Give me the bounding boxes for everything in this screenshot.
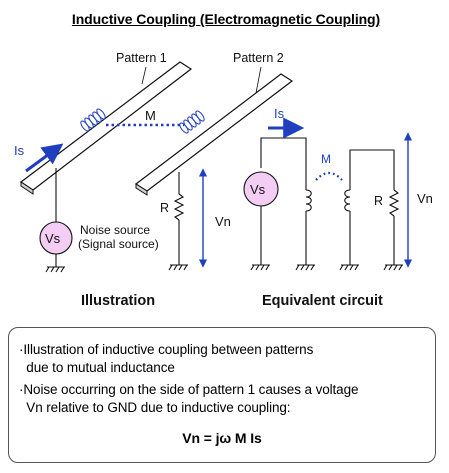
resistor-ground-icon bbox=[383, 264, 403, 271]
pattern-2-coil bbox=[179, 110, 205, 134]
equivalent-circuit-caption: Equivalent circuit bbox=[262, 293, 383, 309]
current-label: Is bbox=[14, 143, 25, 158]
equiv-source-ground-icon bbox=[250, 264, 270, 271]
note-line-4: Vn relative to GND due to inductive coup… bbox=[19, 400, 291, 415]
pattern-2-leader bbox=[255, 66, 262, 94]
note-line-1: ·Illustration of inductive coupling betw… bbox=[19, 342, 314, 357]
pattern-1-leader bbox=[141, 66, 147, 85]
secondary-loop-top bbox=[349, 149, 395, 190]
equiv-mutual-coupling-dots bbox=[315, 171, 343, 181]
signal-source-label: (Signal source) bbox=[78, 237, 159, 251]
primary-inductor-symbol bbox=[305, 189, 312, 212]
note-line-2: due to mutual inductance bbox=[19, 360, 175, 375]
equiv-current-label: Is bbox=[274, 106, 285, 121]
equiv-source-label: Vs bbox=[250, 182, 266, 197]
pattern-2-trace bbox=[134, 73, 294, 196]
secondary-inductor-ground-icon bbox=[339, 264, 359, 271]
coupling-formula: Vn = jω M Is bbox=[182, 430, 262, 446]
noise-source-label: Noise source bbox=[80, 223, 150, 237]
equiv-voltage-label: Vn bbox=[417, 191, 433, 206]
voltage-label: Vn bbox=[215, 214, 231, 229]
equiv-resistor-symbol bbox=[388, 189, 400, 217]
load-resistor-symbol bbox=[173, 193, 185, 221]
equiv-mutual-label: M bbox=[321, 152, 331, 166]
pattern-1-label: Pattern 1 bbox=[116, 51, 167, 65]
equiv-resistor-label: R bbox=[374, 194, 383, 208]
diagram-title: Inductive Coupling (Electromagnetic Coup… bbox=[71, 11, 381, 27]
illustration-caption: Illustration bbox=[81, 293, 155, 309]
primary-inductor-ground-icon bbox=[295, 264, 315, 271]
source-label: Vs bbox=[45, 231, 61, 246]
load-ground-icon bbox=[168, 264, 188, 271]
secondary-inductor-symbol bbox=[344, 189, 351, 212]
equivalent-circuit-panel: Vs Is M bbox=[243, 106, 433, 309]
source-ground-icon bbox=[45, 266, 65, 273]
note-line-3: ·Noise occurring on the side of pattern … bbox=[19, 382, 359, 397]
current-arrow bbox=[25, 143, 64, 173]
notes-box: ·Illustration of inductive coupling betw… bbox=[8, 327, 436, 463]
pattern-2-label: Pattern 2 bbox=[233, 51, 284, 65]
illustration-panel: M Pattern 1 Pattern 2 Is Vs Noise source… bbox=[14, 51, 294, 309]
pattern-1-coil bbox=[80, 108, 106, 132]
mutual-label: M bbox=[145, 108, 156, 123]
load-resistor-label: R bbox=[160, 201, 169, 215]
